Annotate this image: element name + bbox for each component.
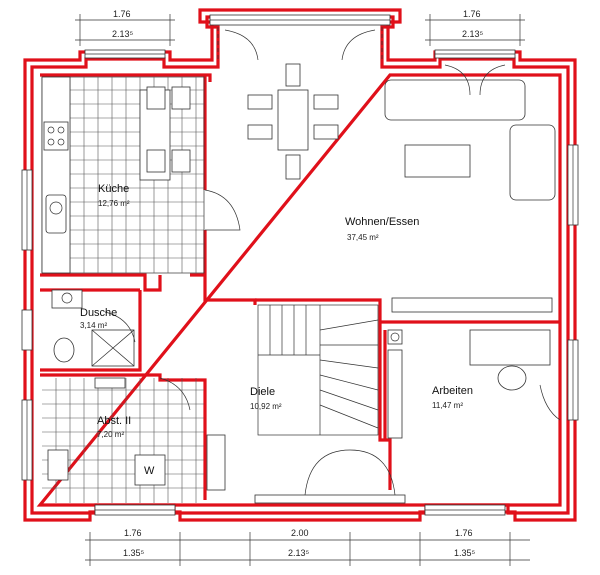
wohnen-area: 37,45 m² <box>347 233 379 242</box>
dim-bottom-left-a: 1.76 <box>124 528 142 538</box>
dim-top-left-b: 2.13⁵ <box>112 29 134 39</box>
kueche-area: 12,76 m² <box>98 199 130 208</box>
boiler <box>94 377 126 389</box>
wohnen-label: Wohnen/Essen <box>345 216 419 228</box>
windows <box>21 14 579 516</box>
dusche-door-swing <box>104 311 136 343</box>
dim-bottom-right-a: 1.76 <box>455 528 473 538</box>
entrance-door-swing <box>304 449 396 496</box>
top-dimension-lines <box>75 14 525 46</box>
interior-walls <box>40 75 560 500</box>
abst-label: Abst. II <box>97 415 131 427</box>
dim-top-right-b: 2.13⁵ <box>462 29 484 39</box>
kueche-label: Küche <box>98 183 129 195</box>
bottom-dimension-lines <box>85 532 530 566</box>
storage-tile-grid <box>42 378 204 503</box>
patio-doors <box>217 27 506 96</box>
kitchen-door-swing <box>204 189 241 231</box>
sofa <box>384 79 556 201</box>
staircase <box>257 304 379 436</box>
arbeiten-label: Arbeiten <box>432 385 473 397</box>
arbeiten-area: 11,47 m² <box>432 401 463 410</box>
dim-bottom-right-b: 1.35⁵ <box>454 548 476 558</box>
arbeiten-door-swing <box>539 384 561 421</box>
shower-room <box>51 289 135 367</box>
dim-bottom-mid-b: 2.13⁵ <box>288 548 310 558</box>
washer-label: W <box>144 465 155 477</box>
stair-storage <box>206 434 226 491</box>
washer-box <box>134 454 166 486</box>
abst-area: 7,20 m² <box>97 430 124 439</box>
diele-label: Diele <box>250 386 275 398</box>
radiator <box>47 449 69 481</box>
office-furniture <box>387 329 551 439</box>
sink-icon <box>45 194 67 234</box>
dim-top-left-a: 1.76 <box>113 9 131 19</box>
abst-door-swing <box>159 377 191 411</box>
kitchen-table <box>139 86 191 181</box>
dusche-label: Dusche <box>80 307 117 319</box>
dusche-area: 3,14 m² <box>80 321 107 330</box>
dim-top-right-a: 1.76 <box>463 9 481 19</box>
stove-icon <box>43 121 69 151</box>
kitchen-tile-grid <box>41 76 205 274</box>
dim-bottom-left-b: 1.35⁵ <box>123 548 145 558</box>
dim-bottom-mid-a: 2.00 <box>291 528 309 538</box>
sideboard <box>391 297 553 313</box>
dining-set <box>247 63 339 180</box>
diele-area: 10,92 m² <box>250 402 282 411</box>
